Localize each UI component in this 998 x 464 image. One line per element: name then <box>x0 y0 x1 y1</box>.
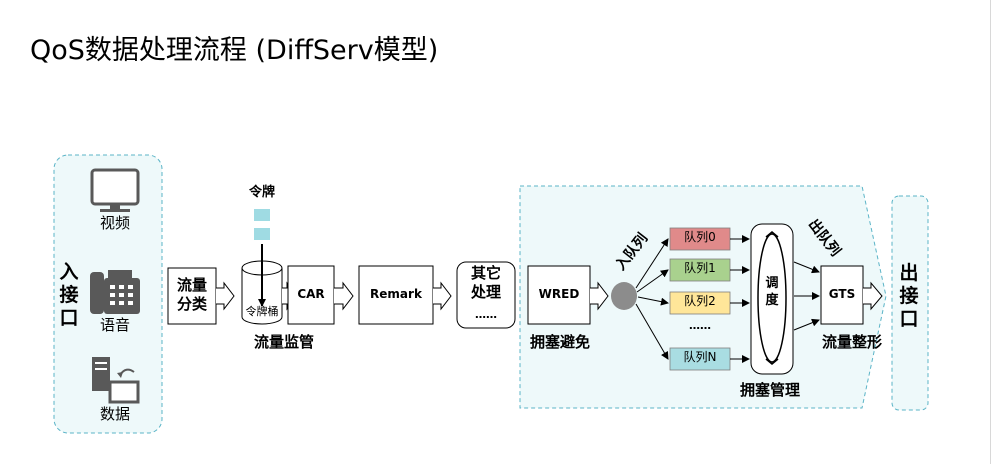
token-label: 令牌 <box>248 185 275 200</box>
classification-arrow <box>216 281 235 311</box>
gts-arrow <box>863 281 883 311</box>
token-square <box>254 228 270 240</box>
queue-label-1: 队列1 <box>684 261 716 275</box>
car-box <box>287 265 335 325</box>
shaping-label: 流量整形 <box>821 333 882 351</box>
dispatcher-node <box>611 282 637 310</box>
remark-label: Remark <box>370 287 422 301</box>
other-box <box>456 261 516 329</box>
source-label-data: 数据 <box>99 405 130 423</box>
congestion-avoidance-label: 拥塞避免 <box>529 333 590 351</box>
monitor-icon <box>90 168 140 212</box>
car-label: CAR <box>297 287 325 301</box>
output-interface-label: 出接口 <box>899 262 919 330</box>
phone-icon <box>90 270 140 314</box>
source-label-video: 视频 <box>99 214 130 232</box>
dequeue-arrow <box>793 318 820 331</box>
remark-box <box>358 265 434 325</box>
input-interface-label: 入接口 <box>59 261 79 329</box>
wred-box <box>527 265 591 325</box>
page-title: QoS数据处理流程 (DiffServ模型) <box>30 35 439 66</box>
edge-divider <box>990 0 991 464</box>
policing-label: 流量监管 <box>253 333 314 351</box>
output-panel <box>891 195 929 411</box>
gts-box <box>820 265 864 325</box>
other-ellipsis: …… <box>475 308 497 321</box>
enqueue-arrow <box>637 296 669 306</box>
congestion-management-label: 拥塞管理 <box>739 381 800 399</box>
queue-label-n: 队列N <box>683 350 717 364</box>
enqueue-arrow <box>635 303 669 360</box>
gts-label: GTS <box>828 287 856 301</box>
wred-label: WRED <box>538 287 580 301</box>
scheduler-cycle <box>757 233 787 363</box>
queue-label-2: 队列2 <box>684 294 716 308</box>
classification-label: 流量 分类 <box>176 276 207 313</box>
computer-icon <box>92 357 140 404</box>
classification-box <box>167 267 217 325</box>
enqueue-arrow <box>636 269 669 293</box>
remark-arrow <box>433 281 452 311</box>
bucket-label: 令牌桶 <box>245 305 279 318</box>
source-label-voice: 语音 <box>99 316 130 334</box>
enqueue-arrow <box>635 238 669 289</box>
other-label: 其它 处理 <box>470 264 501 301</box>
queue-label-0: 队列0 <box>684 230 716 244</box>
dequeue-arrow <box>793 261 820 274</box>
token-square <box>254 209 270 221</box>
scheduler-label: 调 度 <box>765 276 779 308</box>
wred-arrow <box>590 281 609 311</box>
queue-ellipsis: …… <box>689 319 711 332</box>
car-arrow <box>334 281 354 311</box>
